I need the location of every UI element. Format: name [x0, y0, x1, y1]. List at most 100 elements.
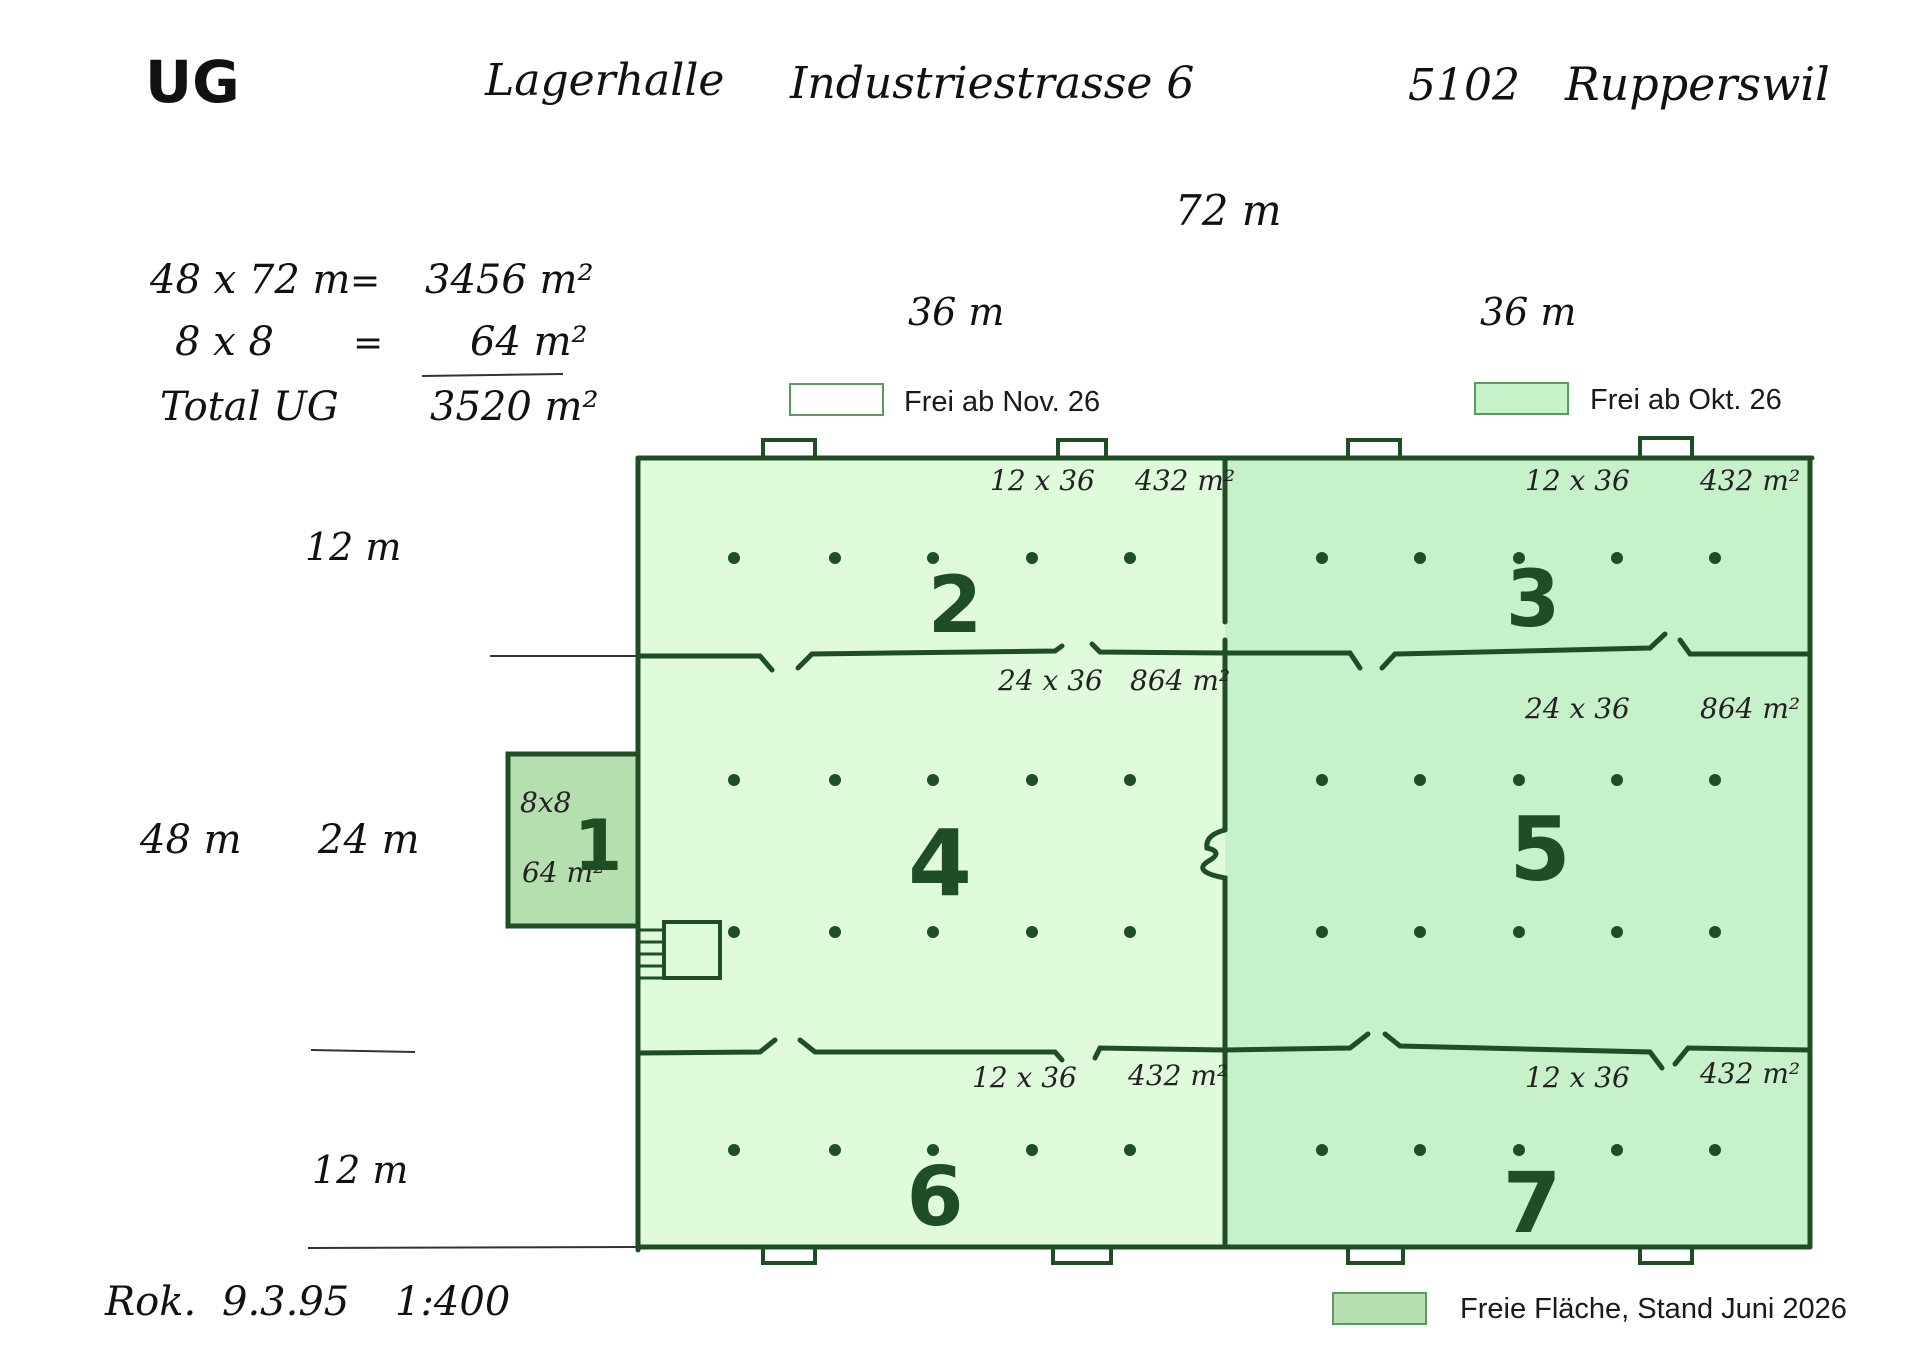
stair-landing: [662, 920, 722, 980]
support-column: [1316, 552, 1328, 564]
room-4-area-label: 864 m²: [1130, 664, 1230, 697]
gate-north-3[interactable]: [1346, 438, 1402, 456]
room-4-number: 4: [908, 810, 972, 917]
partition-bottom-seg4: [1382, 1031, 1665, 1071]
support-column: [1513, 774, 1525, 786]
room-1-area[interactable]: [508, 754, 638, 926]
column-grid: [728, 552, 1721, 1156]
walls: [505, 436, 1815, 1265]
support-column: [1316, 774, 1328, 786]
annex-walls: [505, 751, 641, 929]
support-column: [1611, 1144, 1623, 1156]
support-column: [1611, 926, 1623, 938]
gate-south-3[interactable]: [1346, 1249, 1405, 1265]
support-column: [1026, 774, 1038, 786]
support-column: [1026, 552, 1038, 564]
support-column: [1709, 1144, 1721, 1156]
room-7-area-label: 432 m²: [1699, 1057, 1800, 1090]
gate-north-2[interactable]: [1056, 438, 1108, 456]
room-3-area-label: 432 m²: [1699, 464, 1800, 497]
dim-half-right: 36 m: [1480, 290, 1576, 334]
street-address: Industriestrasse 6: [789, 58, 1194, 109]
calc-line2-expr: 8 x 8: [175, 319, 274, 365]
level-label: UG: [145, 48, 240, 116]
dim-row-middle: 24 m: [317, 817, 420, 863]
gate-south-1[interactable]: [761, 1249, 817, 1265]
partition-top-seg2: [795, 643, 1065, 671]
support-column: [1513, 552, 1525, 564]
room-5-number: 5: [1509, 798, 1570, 901]
legend: Frei ab Nov. 26 Frei ab Okt. 26 Freie Fl…: [789, 382, 1847, 1325]
support-column: [1124, 1144, 1136, 1156]
calc-line1-val: 3456 m²: [425, 257, 593, 303]
room-2-number: 2: [928, 561, 982, 651]
support-column: [1124, 774, 1136, 786]
partition-bottom-seg5: [1672, 1045, 1813, 1067]
legend-swatch-okt: [1474, 382, 1569, 415]
drawing-date: 9.3.95: [222, 1279, 349, 1325]
room-1-size: 8x8: [520, 786, 571, 819]
support-column: [1513, 1144, 1525, 1156]
dim-half-left: 36 m: [908, 290, 1004, 334]
support-column: [927, 552, 939, 564]
support-column: [1709, 552, 1721, 564]
partition-bottom-seg2: [797, 1037, 1065, 1063]
support-column: [1124, 552, 1136, 564]
room-4-size: 24 x 36: [997, 664, 1103, 697]
partition-top-seg1: [637, 653, 775, 673]
room-5-area-label: 864 m²: [1700, 692, 1800, 725]
building-name: Lagerhalle: [484, 55, 724, 106]
support-column: [829, 926, 841, 938]
room-4-area[interactable]: [638, 654, 1225, 1052]
area-calculation: 48 x 72 m = 3456 m² 8 x 8 = 64 m² Total …: [149, 257, 598, 430]
support-column: [1414, 774, 1426, 786]
legend-label-free: Freie Fläche, Stand Juni 2026: [1460, 1293, 1847, 1325]
support-column: [728, 1144, 740, 1156]
support-column: [1124, 926, 1136, 938]
support-column: [1316, 1144, 1328, 1156]
dim-row-top: 12 m: [305, 525, 401, 569]
stair-steps: [640, 928, 664, 980]
support-column: [1611, 552, 1623, 564]
support-column: [1709, 926, 1721, 938]
support-column: [1513, 926, 1525, 938]
support-column: [728, 774, 740, 786]
support-column: [927, 1144, 939, 1156]
partition-top-seg5: [1677, 637, 1813, 657]
partition-top-seg4: [1379, 631, 1668, 671]
support-column: [1026, 1144, 1038, 1156]
support-column: [1414, 552, 1426, 564]
dim-total-width: 72 m: [1175, 186, 1282, 235]
support-column: [1611, 774, 1623, 786]
calc-line3-label: Total UG: [160, 384, 339, 430]
sum-rule: [421, 373, 564, 377]
support-column: [927, 926, 939, 938]
dim-guide-bottom: [307, 1246, 639, 1249]
gate-north-4[interactable]: [1638, 436, 1694, 456]
calc-line2-val: 64 m²: [470, 319, 588, 365]
support-column: [829, 552, 841, 564]
calc-line1-eq: =: [350, 261, 380, 302]
support-column: [927, 774, 939, 786]
legend-label-okt: Frei ab Okt. 26: [1590, 384, 1782, 416]
room-6-number: 6: [906, 1150, 963, 1245]
room-fills: [508, 458, 1809, 1247]
gate-south-2[interactable]: [1051, 1249, 1113, 1265]
support-column: [829, 774, 841, 786]
dim-row-bottom: 12 m: [312, 1148, 408, 1192]
room-5-size: 24 x 36: [1524, 692, 1630, 725]
support-column: [1316, 926, 1328, 938]
gate-north-1[interactable]: [761, 438, 817, 456]
support-column: [1414, 1144, 1426, 1156]
calc-line1-expr: 48 x 72 m: [149, 257, 350, 303]
room-1-area-label: 64 m²: [522, 856, 604, 889]
support-column: [1026, 926, 1038, 938]
author-initials: Rok.: [104, 1279, 196, 1325]
support-column: [1414, 926, 1426, 938]
room-5-area[interactable]: [1225, 654, 1809, 1052]
room-7-number: 7: [1503, 1154, 1561, 1252]
gate-south-4[interactable]: [1638, 1249, 1694, 1265]
partition-top-seg3: [1089, 641, 1363, 671]
room-1-number: 1: [574, 805, 623, 887]
room-2-size: 12 x 36: [990, 464, 1095, 497]
